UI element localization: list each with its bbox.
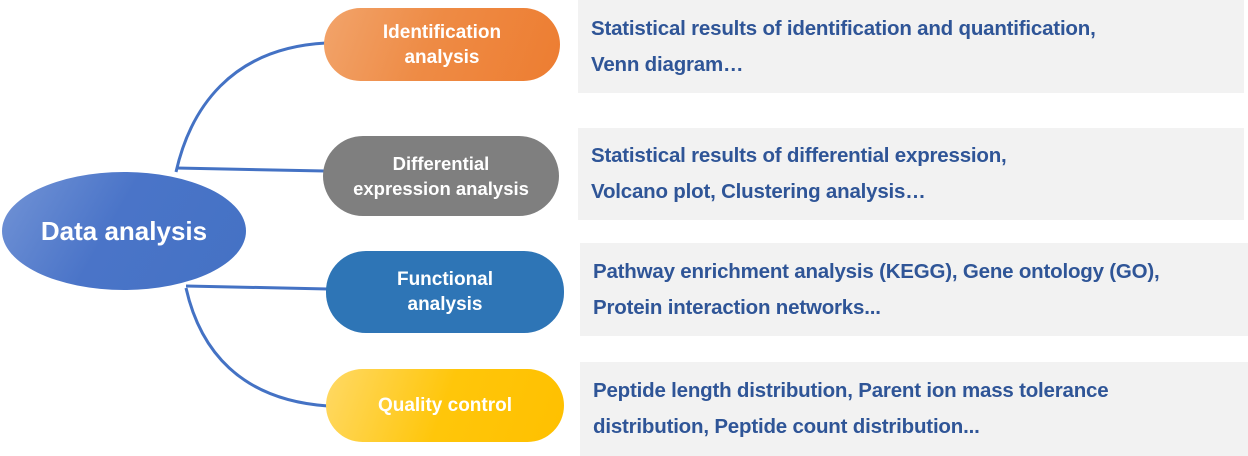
- node-functional-analysis: Functional analysis: [326, 251, 564, 333]
- detail-panel-differential: Statistical results of differential expr…: [578, 128, 1244, 220]
- detail-line: distribution, Peptide count distribution…: [593, 415, 980, 438]
- node-label: Functional analysis: [396, 269, 494, 315]
- connector-differential: [175, 166, 326, 173]
- detail-line: Pathway enrichment analysis (KEGG), Gene…: [593, 259, 1160, 283]
- detail-panel-functional: Pathway enrichment analysis (KEGG), Gene…: [580, 243, 1248, 336]
- node-label: Differential expression analysis: [353, 153, 529, 199]
- root-node-data-analysis: Data analysis: [2, 172, 246, 290]
- node-differential-expression-analysis: Differential expression analysis: [323, 136, 559, 216]
- node-label: Identification analysis: [382, 21, 502, 68]
- root-label: Data analysis: [40, 215, 208, 246]
- detail-line: Volcano plot, Clustering analysis…: [591, 180, 926, 203]
- detail-line: Peptide length distribution, Parent ion …: [593, 379, 1109, 402]
- node-quality-control: Quality control: [326, 369, 564, 442]
- detail-line: Statistical results of identification an…: [591, 16, 1096, 40]
- connector-identification: [174, 41, 327, 173]
- detail-panel-identification: Statistical results of identification an…: [578, 0, 1244, 93]
- detail-panel-quality: Peptide length distribution, Parent ion …: [580, 362, 1248, 456]
- detail-line: Venn diagram…: [591, 52, 744, 76]
- connector-quality: [184, 287, 329, 408]
- connector-functional: [185, 284, 329, 291]
- detail-line: Statistical results of differential expr…: [591, 144, 1007, 167]
- node-identification-analysis: Identification analysis: [324, 8, 560, 81]
- detail-line: Protein interaction networks...: [593, 295, 881, 319]
- node-label: Quality control: [377, 395, 513, 416]
